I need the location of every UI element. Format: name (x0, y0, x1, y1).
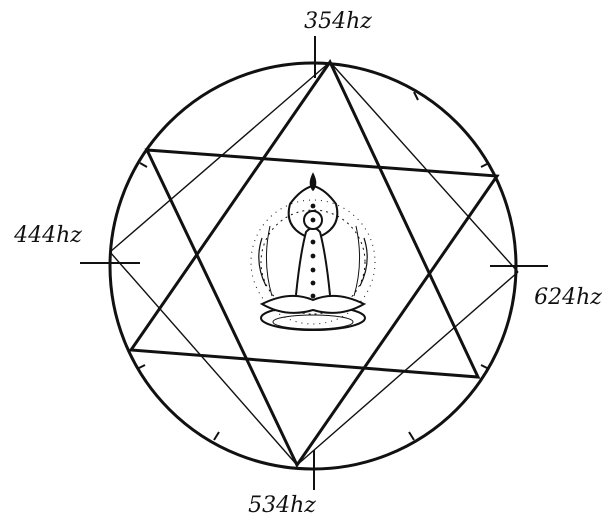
label-left: 444hz (13, 223, 82, 248)
label-top: 354hz (304, 9, 372, 34)
label-bottom: 534hz (248, 493, 316, 518)
meditating-figure-with-chakras-icon (251, 174, 375, 330)
label-right: 624hz (534, 285, 602, 310)
